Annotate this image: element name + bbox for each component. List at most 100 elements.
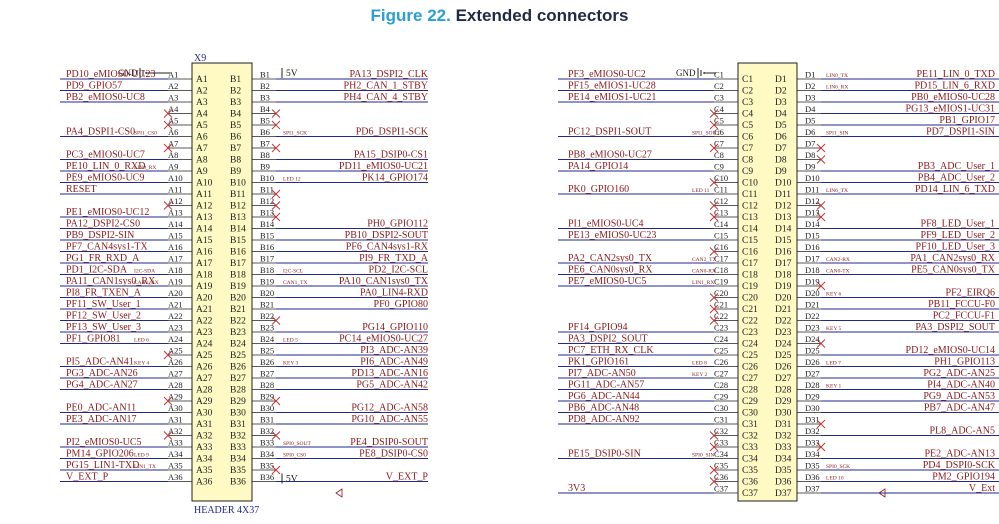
pin-label: C13: [714, 208, 728, 218]
pin-label: A1: [168, 70, 178, 80]
pin-number: A31: [196, 420, 213, 430]
pin-label: A7: [168, 139, 178, 149]
pin-label: A26: [168, 357, 183, 367]
net-tag: SPI1_SIN: [826, 131, 848, 137]
net-tag: KEY 2: [692, 372, 707, 378]
net-label: PG3_ADC-AN26: [66, 368, 138, 379]
pin-label: A24: [168, 334, 183, 344]
net-tag: CAN0-TX: [826, 269, 850, 275]
header-label: HEADER 4X37: [194, 505, 259, 516]
net-label: PG14_GPIO110: [362, 322, 428, 333]
pin-label: D37: [805, 484, 820, 494]
pin-label: B23: [260, 323, 274, 333]
net-label: PE1_eMIOS0-UC12: [66, 207, 149, 218]
pin-label: B11: [260, 185, 274, 195]
pin-number: A28: [196, 386, 213, 396]
net-label: PB9_DSPI2-SIN: [66, 230, 134, 241]
pin-number: A10: [196, 179, 213, 189]
pin-number: D15: [775, 236, 792, 246]
pin-number: A30: [196, 409, 213, 419]
net-label: PD15_LIN_6_RXD: [914, 81, 995, 92]
pin-label: C25: [714, 346, 728, 356]
pin-number: D32: [775, 432, 792, 442]
pin-label: C9: [714, 162, 724, 172]
pin-number: C20: [742, 294, 758, 304]
pin-label: B10: [260, 173, 274, 183]
pin-number: C24: [742, 340, 758, 350]
pin-label: B12: [260, 196, 274, 206]
pin-number: A1: [196, 75, 208, 85]
pin-label: B15: [260, 231, 274, 241]
pin-number: A4: [196, 110, 208, 120]
net-tag: LED 7: [826, 361, 841, 367]
net-tag: KEY 1: [826, 384, 841, 390]
pin-label: C12: [714, 196, 728, 206]
pin-number: A33: [196, 443, 213, 453]
net-label: PD4_DSPI0-SCK: [923, 460, 996, 471]
net-label: PD2_I2C-SCL: [369, 265, 428, 276]
pin-number: B5: [230, 121, 241, 131]
pin-label: A33: [168, 438, 183, 448]
pin-label: D11: [805, 185, 819, 195]
gnd-label: GND: [118, 68, 138, 78]
pin-label: C27: [714, 369, 728, 379]
pin-label: D7: [805, 139, 815, 149]
pin-label: B1: [260, 70, 270, 80]
pin-number: C5: [742, 121, 753, 131]
pin-number: A3: [196, 98, 208, 108]
net-label: PC2_FCCU-F1: [933, 311, 995, 322]
pin-number: D25: [775, 351, 792, 361]
net-label: PF3_eMIOS0-UC2: [568, 69, 646, 80]
no-connect-mark: [709, 178, 719, 187]
pin-label: A25: [168, 346, 183, 356]
pin-label: A6: [168, 127, 178, 137]
pin-label: C2: [714, 81, 724, 91]
net-label: PA0_LIN4-RXD: [360, 288, 428, 299]
port-arrow: [335, 488, 343, 498]
pin-number: A27: [196, 374, 213, 384]
pin-number: C7: [742, 144, 753, 154]
net-label: PA13_DSPI2_CLK: [349, 69, 428, 80]
pin-number: B14: [230, 225, 246, 235]
pin-label: C20: [714, 288, 728, 298]
pin-label: C7: [714, 139, 724, 149]
pin-number: C2: [742, 87, 753, 97]
pin-number: B18: [230, 271, 246, 281]
pin-label: C24: [714, 334, 729, 344]
no-connect-mark: [709, 247, 719, 256]
net-label: PA14_GPIO14: [568, 161, 628, 172]
pin-label: D8: [805, 150, 815, 160]
pin-label: B17: [260, 254, 274, 264]
no-connect-mark: [271, 431, 281, 440]
net-label: PH1_GPIO113: [934, 357, 995, 368]
pin-number: B17: [230, 259, 246, 269]
pin-number: B29: [230, 397, 246, 407]
net-tag: LED 10: [826, 476, 844, 482]
pin-number: B35: [230, 466, 246, 476]
pin-number: D3: [775, 98, 787, 108]
pin-number: D10: [775, 179, 792, 189]
net-label: PI7_ADC-AN50: [568, 368, 636, 379]
net-tag: CAN1_TX: [283, 280, 307, 286]
pin-label: D20: [805, 288, 820, 298]
net-label: PB7_ADC-AN47: [924, 403, 995, 414]
pin-number: D31: [775, 420, 792, 430]
net-label: PA12_DSPI2-CS0: [66, 219, 140, 230]
net-label: PM2_GPIO194: [932, 472, 995, 483]
pin-number: D9: [775, 167, 787, 177]
pin-label: D9: [805, 162, 815, 172]
pin-label: A35: [168, 461, 183, 471]
net-label: PI8_FR_TXEN_A: [66, 288, 142, 299]
pin-number: B28: [230, 386, 246, 396]
net-label: PF9_LED_User_2: [921, 230, 995, 241]
pin-label: A27: [168, 369, 183, 379]
net-tag: I2C-SCL: [283, 269, 304, 275]
pin-label: A28: [168, 380, 183, 390]
net-label: PE0_ADC-AN11: [66, 403, 136, 414]
pin-label: C21: [714, 300, 728, 310]
pin-label: B20: [260, 288, 274, 298]
net-label: PE5_CAN0sys0_TX: [911, 265, 996, 276]
pin-label: B29: [260, 392, 274, 402]
no-connect-mark: [271, 396, 281, 406]
